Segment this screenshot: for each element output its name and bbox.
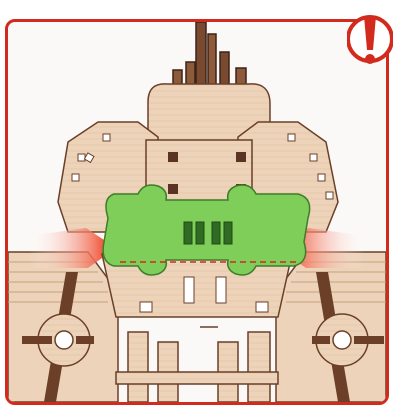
exclamation-warning-icon bbox=[347, 4, 393, 74]
left-contact-highlight bbox=[28, 228, 104, 268]
assembly-illustration bbox=[8, 22, 386, 402]
illustration-frame bbox=[5, 19, 389, 405]
